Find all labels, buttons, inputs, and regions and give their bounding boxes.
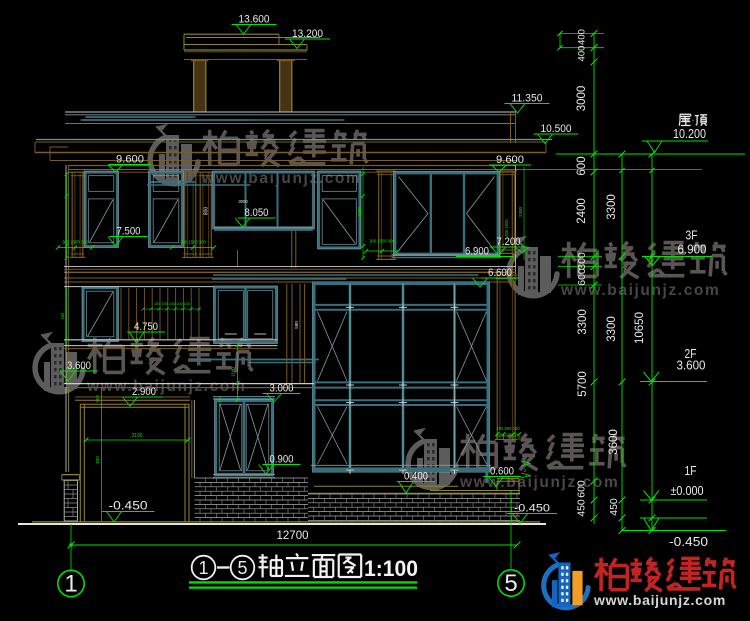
svg-text:0.400: 0.400 [404,471,428,483]
svg-text:3300: 3300 [606,194,618,220]
svg-text:3000: 3000 [238,199,248,204]
svg-text:1:100: 1:100 [364,556,418,581]
svg-text:www.baijunjz.com: www.baijunjz.com [593,592,726,608]
svg-text:3.600: 3.600 [677,359,706,373]
svg-text:580: 580 [294,321,299,329]
svg-text:300: 300 [576,252,588,270]
svg-text:-0.450: -0.450 [669,535,708,549]
svg-text:1: 1 [198,558,208,578]
svg-text:1100: 1100 [231,367,236,377]
svg-text:0.900: 0.900 [270,454,294,466]
svg-text:300 1500: 300 1500 [504,219,509,237]
svg-text:1: 1 [64,571,77,598]
svg-text:13.600: 13.600 [239,14,270,26]
svg-text:±0.000: ±0.000 [671,484,704,498]
svg-text:3100: 3100 [131,433,142,439]
svg-text:4.750: 4.750 [134,321,158,333]
svg-text:10.200: 10.200 [673,127,706,141]
svg-text:450: 450 [576,499,588,517]
svg-text:10650: 10650 [634,312,646,344]
svg-text:3300: 3300 [606,316,618,342]
svg-text:6.600: 6.600 [488,267,512,279]
svg-text:7.500: 7.500 [117,226,141,238]
svg-text:600: 600 [576,156,588,175]
svg-text:12700: 12700 [277,528,309,542]
svg-text:3300: 3300 [577,309,589,335]
svg-text:www.baijunjz.com: www.baijunjz.com [86,378,246,395]
svg-text:7.200: 7.200 [497,236,521,248]
svg-text:600: 600 [576,268,588,286]
svg-text:5700: 5700 [577,371,589,397]
svg-text:300 1500 300: 300 1500 300 [62,240,88,245]
svg-text:3F: 3F [686,229,698,243]
svg-text:400: 400 [577,29,588,45]
svg-text:3000: 3000 [576,86,588,112]
svg-text:6.900: 6.900 [678,243,707,257]
svg-text:2.900: 2.900 [132,386,156,398]
svg-text:1F: 1F [685,464,697,478]
svg-text:300 1500 300: 300 1500 300 [180,240,206,245]
svg-text:0.600: 0.600 [490,466,514,478]
svg-text:150: 150 [95,456,100,464]
svg-text:2F: 2F [685,347,697,361]
svg-text:150: 150 [60,312,65,320]
svg-text:8.050: 8.050 [245,207,269,219]
svg-text:2400: 2400 [357,206,362,217]
svg-text:5: 5 [237,558,247,578]
svg-text:6.900: 6.900 [465,246,489,258]
svg-text:300 1500 300: 300 1500 300 [369,239,395,244]
svg-text:13.200: 13.200 [292,28,323,40]
svg-text:600: 600 [576,480,588,498]
svg-text:3.000: 3.000 [270,383,294,395]
svg-text:400: 400 [577,46,588,62]
svg-text:450: 450 [608,498,620,516]
svg-text:屋顶: 屋顶 [692,119,694,122]
svg-text:-0.450: -0.450 [514,503,550,515]
svg-text:www.baijunjz.com: www.baijunjz.com [560,282,720,299]
svg-text:5: 5 [504,570,517,597]
svg-text:10.500: 10.500 [541,123,572,135]
svg-text:100 100 100 100 100: 100 100 100 100 100 [154,302,190,306]
svg-text:750: 750 [95,395,100,403]
svg-text:11.350: 11.350 [512,93,543,105]
svg-text:9.600: 9.600 [116,154,144,166]
svg-text:-0.450: -0.450 [109,501,148,513]
svg-text:900: 900 [217,396,222,403]
svg-text:9.600: 9.600 [496,154,524,166]
svg-text:800: 800 [204,207,210,216]
svg-text:2400: 2400 [518,206,523,217]
svg-text:100 800 100: 100 800 100 [496,426,520,431]
svg-text:3600: 3600 [608,429,620,455]
svg-text:2: 2 [524,468,527,473]
svg-text:3.600: 3.600 [67,360,91,372]
svg-text:2400: 2400 [576,198,588,224]
